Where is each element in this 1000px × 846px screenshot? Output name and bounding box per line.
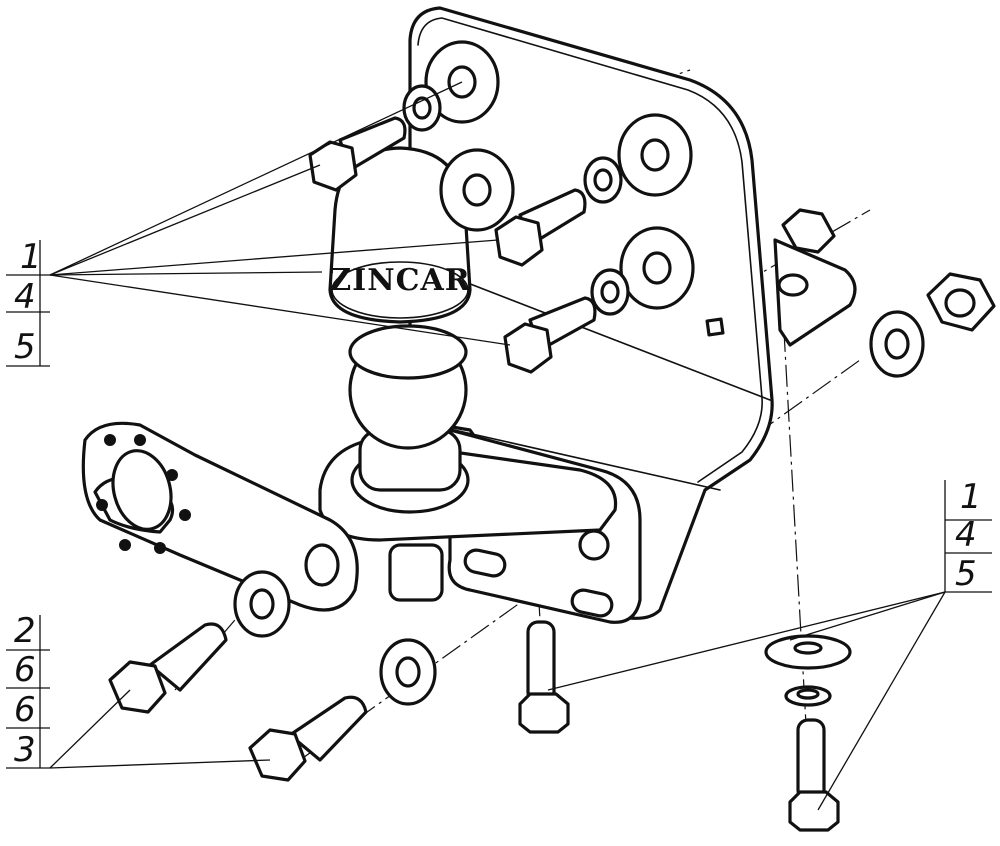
leader-lines [49, 81, 946, 811]
top-washers [402, 40, 695, 316]
svg-text:1: 1 [20, 237, 42, 277]
right-nut-washer [869, 272, 996, 378]
lower-washers [233, 570, 852, 707]
svg-text:2: 2 [14, 611, 36, 651]
svg-text:1: 1 [960, 477, 982, 517]
ball-cover-cap: ZINCAR [328, 146, 472, 324]
svg-text:5: 5 [955, 554, 977, 594]
callout-left-bottom: 2 6 6 3 [6, 611, 50, 770]
brand-label: ZINCAR [329, 263, 471, 298]
svg-text:3: 3 [14, 730, 36, 770]
callout-right: 1 4 5 [944, 477, 992, 594]
socket-plate [81, 421, 359, 612]
lower-bolts [108, 620, 840, 832]
svg-text:4: 4 [955, 515, 977, 555]
right-tab [773, 238, 857, 347]
callout-left-top: 1 4 5 [6, 237, 50, 367]
svg-text:5: 5 [14, 327, 36, 367]
svg-text:4: 4 [14, 277, 36, 317]
svg-text:6: 6 [14, 650, 36, 690]
svg-text:6: 6 [14, 690, 36, 730]
tow-ball [348, 324, 468, 492]
top-bolts [308, 116, 836, 374]
